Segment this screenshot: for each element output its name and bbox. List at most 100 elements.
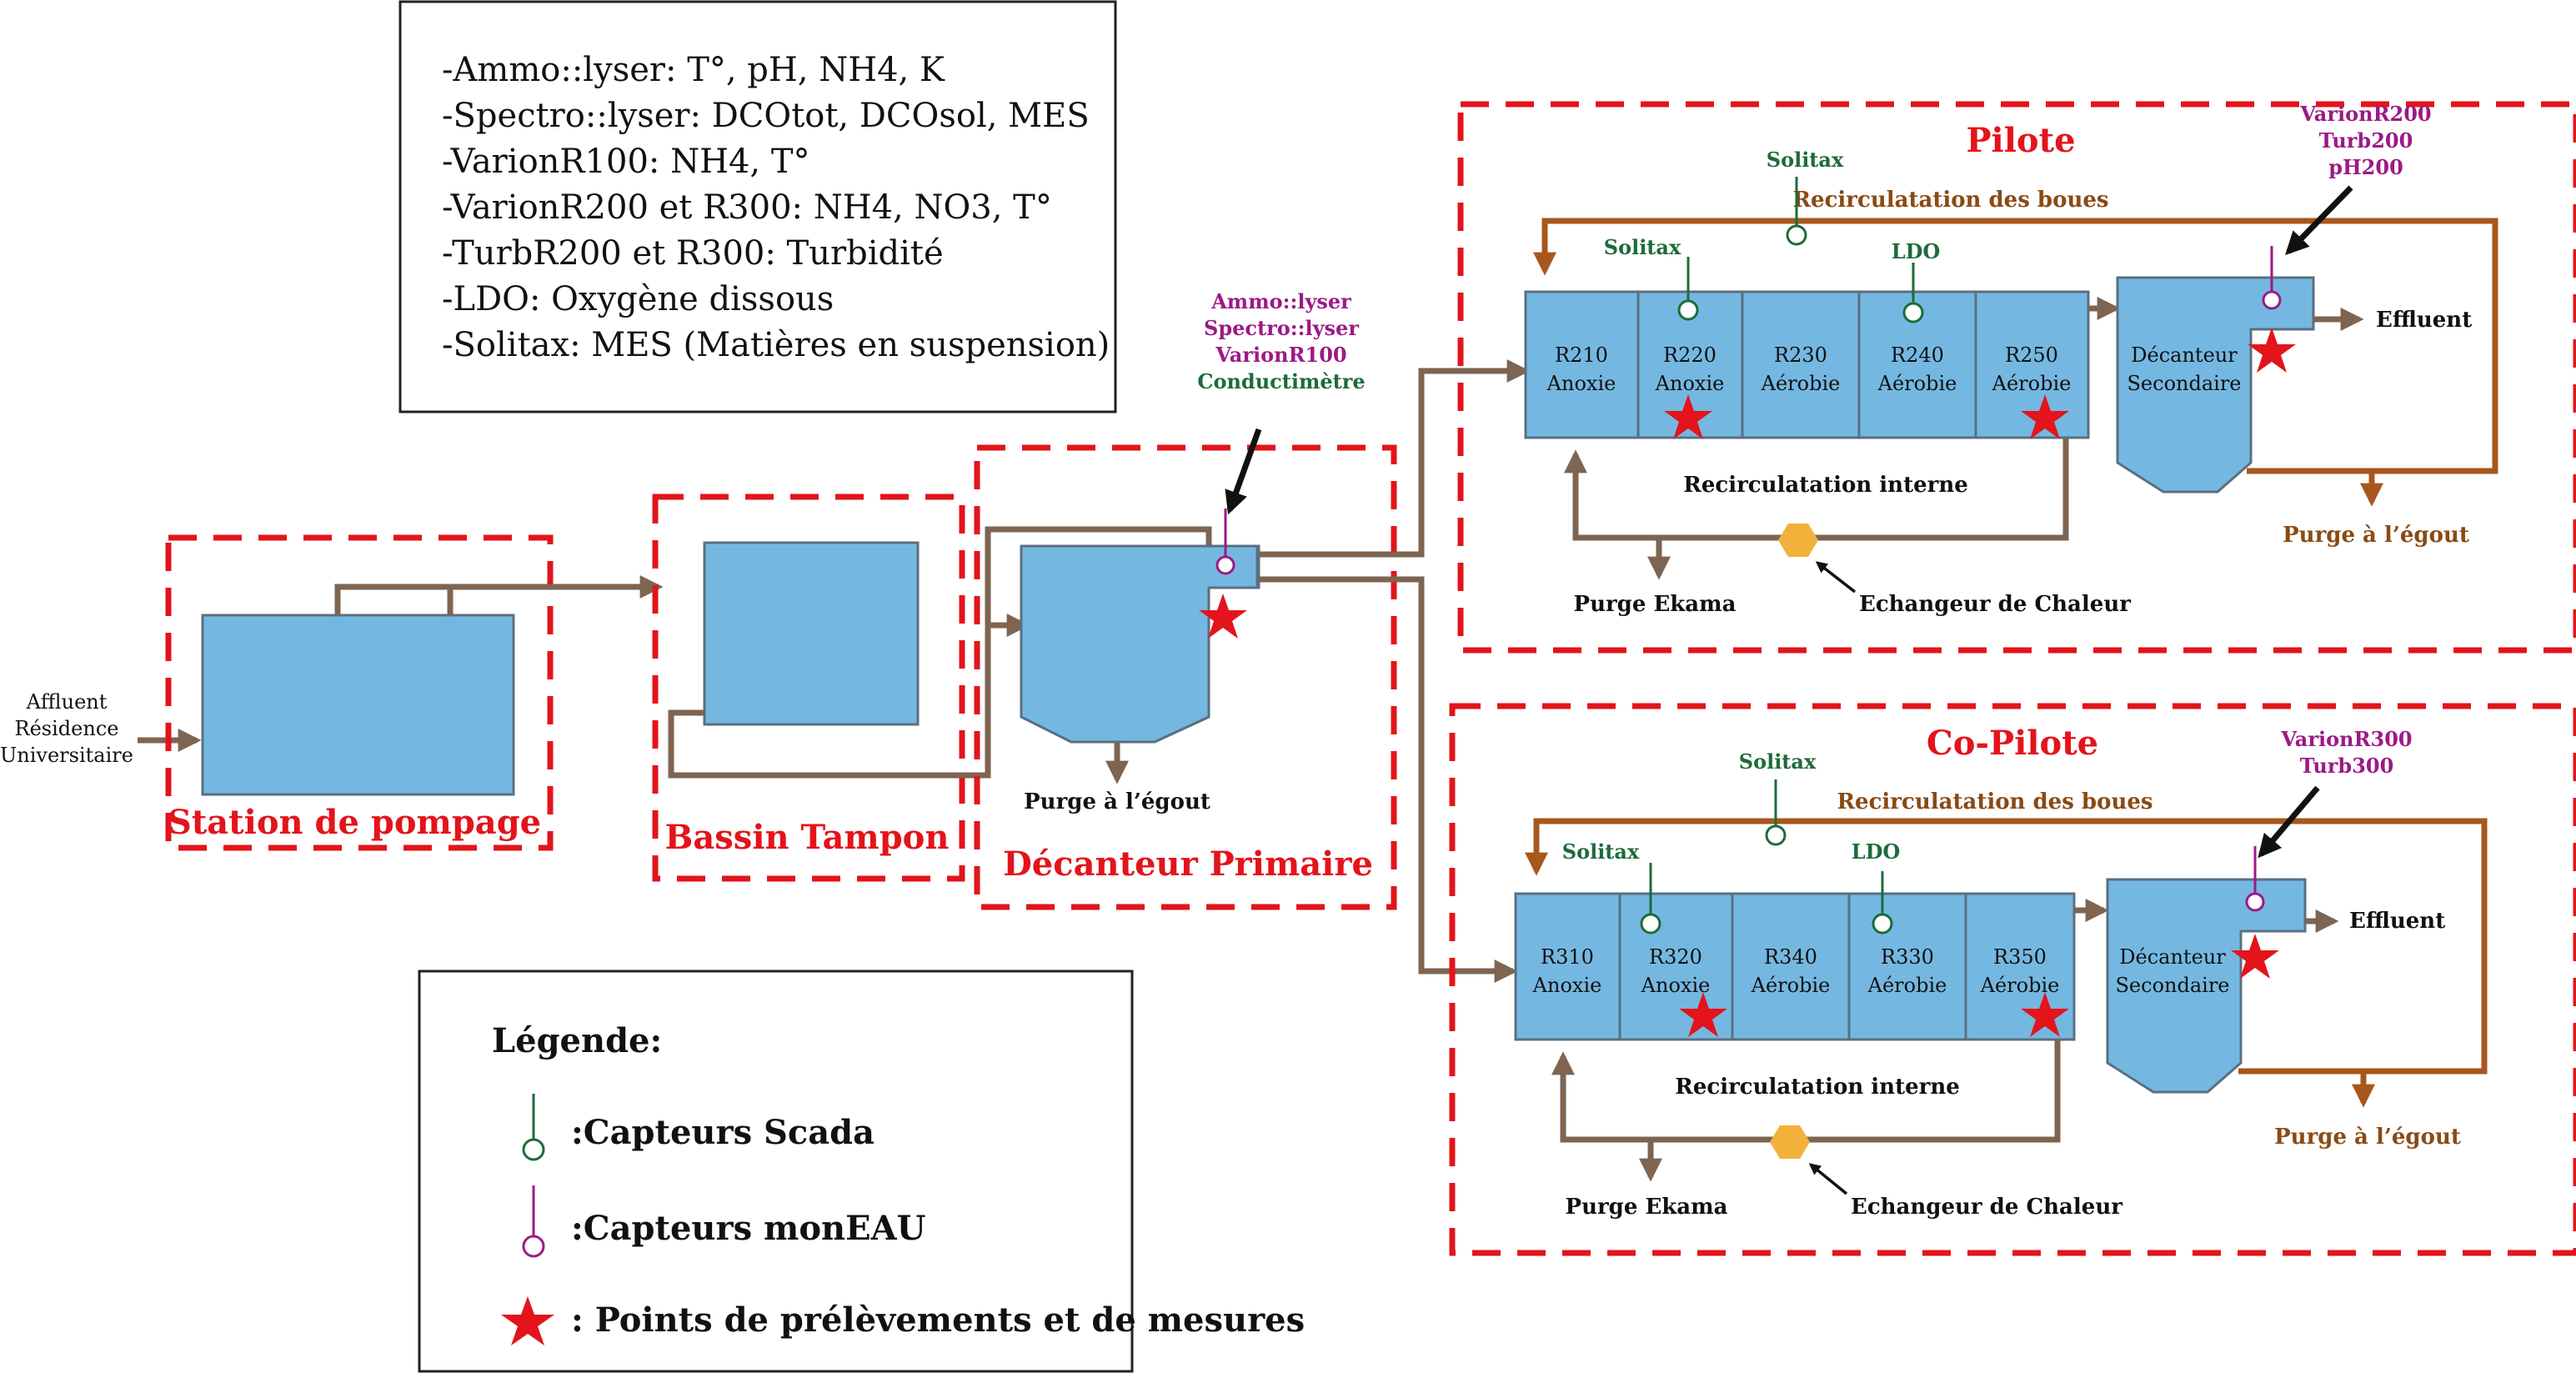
pointer-arrow bbox=[1225, 428, 1262, 515]
inlet-label: Affluent Résidence Universitaire bbox=[0, 690, 133, 767]
solitax-label: Solitax bbox=[1739, 749, 1817, 774]
scada-sensor-icon bbox=[1640, 913, 1661, 935]
reactor-type: Aérobie bbox=[1751, 974, 1831, 997]
sensor-label: Conductimètre bbox=[1197, 369, 1365, 393]
copilote-section: Co-Pilote Recirculatation des boues Purg… bbox=[1449, 703, 2576, 1256]
moneau-sensor-icon bbox=[1215, 555, 1235, 575]
purge-primaire-label: Purge à l’égout bbox=[1024, 789, 1210, 814]
pilote-purge-egout-label: Purge à l’égout bbox=[2283, 523, 2469, 548]
sensor-label: VarionR100 bbox=[1215, 343, 1346, 367]
reactor-id: R350 bbox=[1993, 945, 2047, 969]
legend-title: Légende: bbox=[492, 1021, 662, 1060]
reactor-id: R310 bbox=[1541, 945, 1594, 969]
legend-scada-label: :Capteurs Scada bbox=[571, 1113, 875, 1152]
moneau-sensor-icon bbox=[2262, 290, 2282, 310]
info-line: -Spectro::lyser: DCOtot, DCOsol, MES bbox=[442, 97, 1090, 135]
copilote-border bbox=[1449, 703, 2576, 1256]
copilote-recirc-interne-pipe bbox=[1551, 1040, 2061, 1143]
solitax-label: Solitax bbox=[1604, 235, 1681, 259]
copilote-recirc-boues-label: Recirculatation des boues bbox=[1837, 789, 2153, 814]
sensor-label: VarionR200 bbox=[2299, 102, 2431, 126]
decanteur-label: Décanteur bbox=[2131, 343, 2238, 367]
info-line: -TurbR200 et R300: Turbidité bbox=[442, 234, 944, 273]
inlet-line: Résidence bbox=[15, 717, 119, 740]
reactor-id: R230 bbox=[1774, 343, 1827, 367]
pipe-to-pilote bbox=[1259, 359, 1531, 558]
reactor-type: Anoxie bbox=[1641, 974, 1711, 997]
sampling-point-star-icon bbox=[2021, 394, 2069, 439]
reactor bbox=[1731, 892, 1851, 1041]
info-box: -Ammo::lyser: T°, pH, NH4, K -Spectro::l… bbox=[398, 0, 1117, 413]
reactor-id: R320 bbox=[1649, 945, 1702, 969]
legend-star-icon bbox=[501, 1296, 554, 1345]
pilote-border bbox=[1457, 101, 2576, 654]
heat-exchanger-icon bbox=[1770, 1125, 1810, 1159]
decanteur-label: Secondaire bbox=[2127, 372, 2241, 395]
info-line: -Ammo::lyser: T°, pH, NH4, K bbox=[442, 51, 945, 89]
sensor-label: Spectro::lyser bbox=[1204, 316, 1359, 340]
pointer-arrow bbox=[1815, 561, 1857, 594]
legend-scada-sensor-icon bbox=[522, 1138, 545, 1161]
effluent-label: Effluent bbox=[2376, 308, 2472, 333]
sampling-point-star-icon bbox=[2248, 328, 2296, 373]
purge-ekama-label: Purge Ekama bbox=[1566, 1195, 1728, 1220]
heat-exchanger-icon bbox=[1778, 524, 1818, 557]
reactor-type: Anoxie bbox=[1655, 372, 1725, 395]
legend-points-label: : Points de prélèvements et de mesures bbox=[571, 1300, 1305, 1340]
tampon-tank bbox=[703, 541, 920, 726]
ldo-label: LDO bbox=[1892, 239, 1941, 263]
sampling-point-star-icon bbox=[1664, 394, 1712, 439]
reactor-id: R340 bbox=[1764, 945, 1817, 969]
legend-moneau-label: :Capteurs monEAU bbox=[571, 1209, 926, 1248]
copilote-recirc-boues-pipe bbox=[1525, 818, 2488, 1075]
purge-ekama-label: Purge Ekama bbox=[1574, 592, 1737, 617]
reactor-id: R210 bbox=[1555, 343, 1608, 367]
recirc-interne-label: Recirculatation interne bbox=[1683, 473, 1968, 498]
solitax-label: Solitax bbox=[1562, 839, 1640, 864]
pipe-to-copilote bbox=[1259, 576, 1518, 983]
pilote-title: Pilote bbox=[1966, 121, 2075, 160]
inlet-line: Universitaire bbox=[0, 744, 133, 767]
reactor bbox=[1524, 290, 1640, 439]
ldo-label: LDO bbox=[1852, 839, 1901, 864]
info-line: -LDO: Oxygène dissous bbox=[442, 280, 834, 318]
recirc-interne-label: Recirculatation interne bbox=[1675, 1075, 1960, 1100]
reactor bbox=[1741, 290, 1861, 439]
sampling-point-star-icon bbox=[2021, 992, 2069, 1037]
primaire-border bbox=[974, 444, 1397, 910]
sensor-label: Turb300 bbox=[2300, 754, 2394, 778]
reactor-type: Aérobie bbox=[1761, 372, 1841, 395]
reactor-type: Aérobie bbox=[1980, 974, 2060, 997]
pilote-recirc-boues-label: Recirculatation des boues bbox=[1792, 188, 2108, 213]
stage-label-pompage: Station de pompage bbox=[168, 803, 541, 842]
pilote-section: Pilote Recirculatation des boues Purge à… bbox=[1457, 101, 2576, 654]
legend: Légende: :Capteurs Scada :Capteurs monEA… bbox=[418, 970, 1305, 1373]
reactor-id: R240 bbox=[1891, 343, 1944, 367]
effluent-label: Effluent bbox=[2349, 909, 2445, 934]
pompage-border bbox=[165, 534, 554, 851]
scada-sensor-icon bbox=[1677, 299, 1699, 321]
tampon-border bbox=[652, 494, 965, 882]
primaire-tank bbox=[1020, 544, 1259, 744]
reactor-type: Aérobie bbox=[1992, 372, 2072, 395]
scada-sensor-icon bbox=[1902, 302, 1924, 323]
pipe-primaire-bypass bbox=[985, 526, 1212, 625]
reactor-type: Anoxie bbox=[1546, 372, 1616, 395]
legend-moneau-sensor-icon bbox=[522, 1235, 545, 1258]
sensor-label: Ammo::lyser bbox=[1210, 289, 1351, 313]
reactor-type: Anoxie bbox=[1532, 974, 1602, 997]
pilote-recirc-interne-pipe bbox=[1564, 438, 2069, 541]
inlet-line: Affluent bbox=[26, 690, 108, 714]
copilote-decanteur-tank bbox=[2106, 878, 2307, 1094]
pipe-pompage-tampon bbox=[334, 575, 664, 615]
pointer-arrow bbox=[2258, 785, 2320, 859]
stage-label-primaire: Décanteur Primaire bbox=[1003, 844, 1373, 884]
scada-sensor-icon bbox=[1872, 913, 1893, 935]
reactor-id: R330 bbox=[1881, 945, 1934, 969]
reactor-type: Aérobie bbox=[1867, 974, 1947, 997]
reactor bbox=[1847, 892, 1967, 1041]
decanteur-label: Décanteur bbox=[2119, 945, 2226, 969]
solitax-label: Solitax bbox=[1767, 148, 1844, 172]
pilote-decanteur-tank bbox=[2116, 276, 2315, 494]
